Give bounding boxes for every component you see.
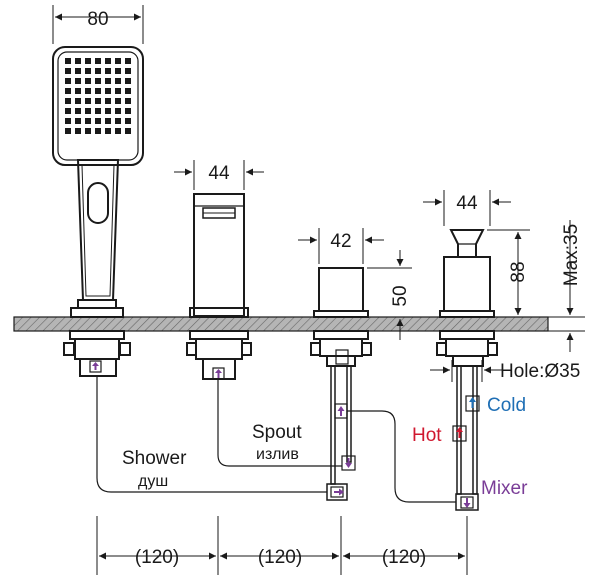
nozzle — [85, 118, 91, 124]
diverter-base — [310, 330, 372, 501]
nozzle — [115, 98, 121, 104]
nozzle — [115, 78, 121, 84]
dim-label-hole: Hole:Ø35 — [500, 361, 580, 382]
dim-hole: Hole:Ø35 — [430, 360, 580, 382]
nozzle — [95, 128, 101, 134]
nozzle — [75, 118, 81, 124]
nozzle — [65, 78, 71, 84]
nozzle — [75, 78, 81, 84]
nozzle — [75, 108, 81, 114]
dim-label-42: 42 — [330, 231, 351, 252]
dim-label-max35: Max:35 — [561, 224, 582, 286]
nozzle — [125, 118, 131, 124]
dim-handshower-width: 80 — [52, 5, 144, 44]
dim-label-spacing-2: (120) — [258, 547, 302, 568]
spout — [189, 193, 249, 318]
shower-nozzle-grid — [65, 58, 131, 134]
diverter — [313, 267, 369, 318]
nozzle — [115, 118, 121, 124]
nozzle — [85, 128, 91, 134]
label-hot: Hot — [412, 425, 442, 446]
nozzle — [75, 58, 81, 64]
nozzle — [125, 78, 131, 84]
nozzle — [115, 88, 121, 94]
nozzle — [105, 128, 111, 134]
nozzle — [95, 78, 101, 84]
dim-label-spacing-3: (120) — [382, 547, 426, 568]
nozzle — [105, 118, 111, 124]
nozzle — [75, 98, 81, 104]
dim-max-deck: Max:35 — [548, 220, 585, 352]
label-spout-ru: излив — [256, 446, 299, 463]
label-shower-ru: душ — [138, 473, 168, 490]
dim-diverter-width: 42 — [298, 228, 384, 264]
nozzle — [65, 128, 71, 134]
nozzle — [65, 58, 71, 64]
dim-spout-width: 44 — [174, 160, 264, 190]
nozzle — [105, 58, 111, 64]
spout-base — [186, 330, 252, 380]
nozzle — [65, 68, 71, 74]
nozzle — [125, 58, 131, 64]
nozzle — [75, 128, 81, 134]
nozzle — [95, 68, 101, 74]
nozzle — [95, 118, 101, 124]
nozzle — [85, 88, 91, 94]
nozzle — [105, 88, 111, 94]
nozzle — [105, 68, 111, 74]
nozzle — [75, 68, 81, 74]
nozzle — [105, 98, 111, 104]
mixer — [439, 229, 495, 318]
dim-label-spacing-1: (120) — [135, 547, 179, 568]
nozzle — [105, 78, 111, 84]
shower-base — [63, 330, 131, 377]
nozzle — [115, 68, 121, 74]
nozzle — [65, 98, 71, 104]
nozzle — [125, 88, 131, 94]
nozzle — [65, 88, 71, 94]
nozzle — [85, 98, 91, 104]
nozzle — [85, 78, 91, 84]
nozzle — [95, 58, 101, 64]
dim-label-44-mixer: 44 — [456, 193, 478, 214]
nozzle — [75, 88, 81, 94]
dim-diverter-height: 50 — [367, 250, 412, 340]
nozzle — [105, 108, 111, 114]
nozzle — [95, 98, 101, 104]
dim-mixer-width: 44 — [423, 190, 511, 226]
dim-label-44-spout: 44 — [208, 163, 230, 184]
nozzle — [125, 128, 131, 134]
nozzle — [125, 68, 131, 74]
nozzle — [85, 58, 91, 64]
dim-spacing: (120) (120) (120) — [96, 516, 468, 575]
label-shower: Shower — [122, 448, 187, 469]
nozzle — [85, 68, 91, 74]
nozzle — [115, 58, 121, 64]
nozzle — [85, 108, 91, 114]
dim-label-80: 80 — [87, 9, 108, 30]
hand-shower — [52, 46, 144, 318]
nozzle — [115, 108, 121, 114]
nozzle — [95, 88, 101, 94]
nozzle — [115, 128, 121, 134]
nozzle — [125, 98, 131, 104]
nozzle — [65, 108, 71, 114]
nozzle — [125, 108, 131, 114]
hose-routing — [96, 376, 456, 503]
label-cold: Cold — [487, 395, 526, 416]
nozzle — [65, 118, 71, 124]
deck-countertop — [13, 316, 549, 332]
mixer-base — [436, 330, 498, 511]
dim-label-50: 50 — [390, 285, 411, 306]
dim-mixer-height: 88 — [487, 229, 530, 315]
label-spout: Spout — [252, 422, 302, 443]
label-mixer: Mixer — [481, 478, 528, 499]
nozzle — [95, 108, 101, 114]
dim-label-88: 88 — [508, 261, 529, 282]
